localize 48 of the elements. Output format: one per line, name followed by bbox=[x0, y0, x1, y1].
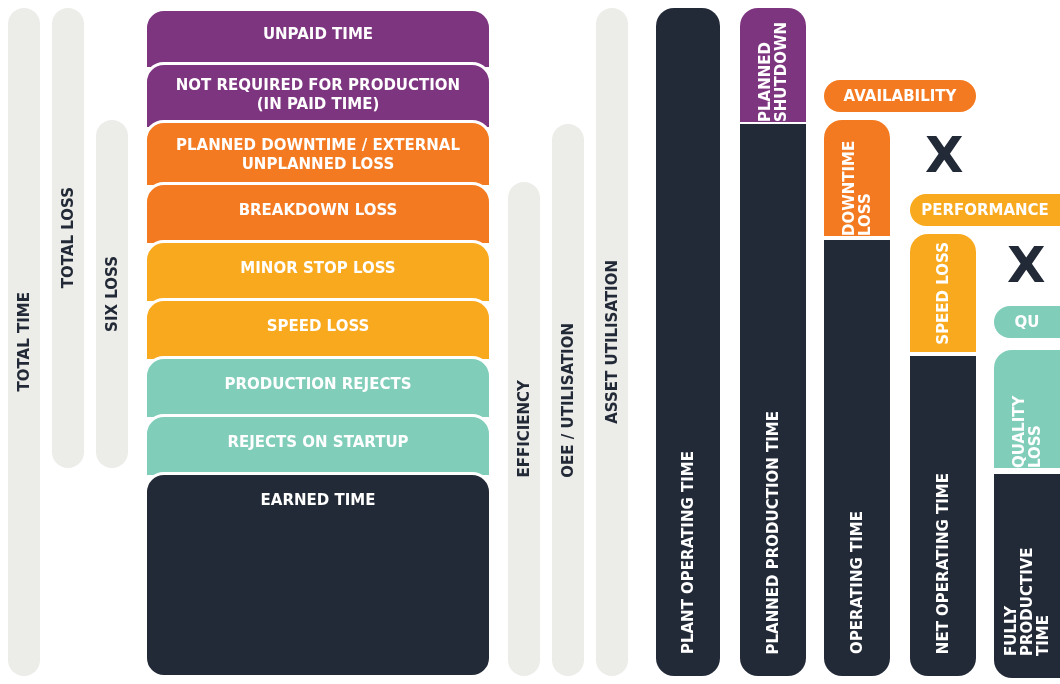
bar-label: SPEED LOSS bbox=[265, 317, 371, 336]
bar-label: PLANNED DOWNTIME / EXTERNAL UNPLANNED LOSS bbox=[175, 136, 461, 174]
stack-segment bbox=[144, 472, 492, 678]
time-bar bbox=[994, 474, 1060, 678]
bar-label: AVAILABILITY bbox=[843, 86, 957, 106]
time-bar bbox=[740, 8, 806, 122]
bar-label: UNPAID TIME bbox=[261, 25, 375, 44]
stack-segment bbox=[144, 356, 492, 420]
bar-label: FULLY PRODUCTIVE TIME bbox=[1003, 546, 1051, 656]
bar-label: PERFORMANCE bbox=[921, 200, 1049, 220]
time-bar bbox=[656, 8, 720, 676]
bar-label: NOT REQUIRED FOR PRODUCTION (IN PAID TIME) bbox=[174, 76, 462, 114]
time-bar bbox=[824, 240, 890, 676]
multiply-sign: X bbox=[925, 130, 964, 180]
stack-segment bbox=[144, 182, 492, 246]
stack-segment bbox=[144, 414, 492, 478]
stack-segment bbox=[144, 240, 492, 304]
time-bar bbox=[994, 350, 1060, 468]
bar-label: REJECTS ON STARTUP bbox=[226, 433, 410, 452]
bar-label: TOTAL TIME bbox=[16, 292, 32, 392]
bar-label: PLANNED PRODUCTION TIME bbox=[765, 410, 781, 654]
category-pill bbox=[910, 194, 1060, 226]
bar-label: PLANNED SHUTDOWN bbox=[757, 20, 789, 122]
bar-label: QUALITY LOSS bbox=[1011, 394, 1043, 468]
bar-label: PLANT OPERATING TIME bbox=[680, 450, 696, 654]
bar-label: SPEED LOSS bbox=[935, 241, 951, 345]
category-pill bbox=[994, 306, 1060, 338]
time-bar bbox=[910, 356, 976, 676]
bar-label: QU bbox=[1014, 312, 1040, 332]
stack-segment bbox=[144, 298, 492, 362]
stack-segment bbox=[144, 120, 492, 188]
bar-label: EARNED TIME bbox=[259, 491, 377, 510]
bar-label: OPERATING TIME bbox=[849, 511, 865, 654]
multiply-sign: X bbox=[1007, 240, 1046, 290]
bar-label: MINOR STOP LOSS bbox=[239, 259, 397, 278]
time-bar bbox=[910, 234, 976, 352]
bar-label: NET OPERATING TIME bbox=[935, 472, 951, 654]
bar-label: EFFICIENCY bbox=[516, 380, 532, 478]
bar-label: SIX LOSS bbox=[104, 256, 120, 332]
bar-label: TOTAL LOSS bbox=[60, 187, 76, 289]
bar-label: OEE / UTILISATION bbox=[560, 322, 576, 478]
bar-label: DOWNTIME LOSS bbox=[841, 139, 873, 236]
bar-label: ASSET UTILISATION bbox=[604, 260, 620, 424]
bar-label: BREAKDOWN LOSS bbox=[237, 201, 399, 220]
bar-label: PRODUCTION REJECTS bbox=[223, 375, 413, 394]
time-bar bbox=[824, 120, 890, 236]
time-bar bbox=[740, 124, 806, 676]
category-pill bbox=[824, 80, 976, 112]
